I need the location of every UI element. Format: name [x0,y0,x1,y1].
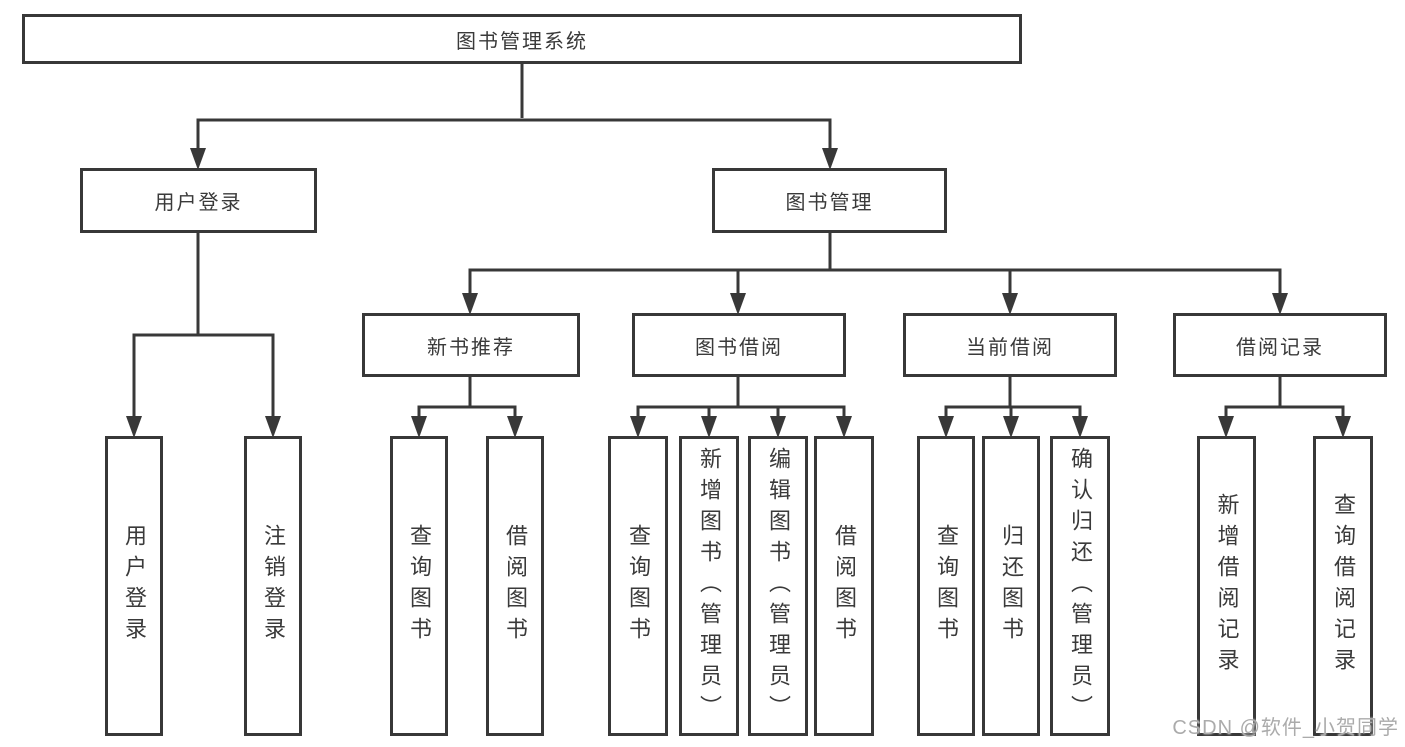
leaf-edit-books-admin: 编辑图书（管理员） [748,436,808,736]
leaf-query-books-borrowing: 查询图书 [608,436,668,736]
node-user-login: 用户登录 [80,168,317,233]
leaf-return-books: 归还图书 [982,436,1040,736]
leaf-add-books-admin: 新增图书（管理员） [679,436,739,736]
node-current-borrowing: 当前借阅 [903,313,1117,377]
leaf-query-borrow-record: 查询借阅记录 [1313,436,1373,736]
node-borrowing-records: 借阅记录 [1173,313,1387,377]
node-book-management: 图书管理 [712,168,947,233]
leaf-confirm-return-admin: 确认归还（管理员） [1050,436,1110,736]
csdn-watermark: CSDN @软件_小贺同学 [1172,717,1399,739]
node-library-management-system: 图书管理系统 [22,14,1022,64]
leaf-borrow-books-recommend: 借阅图书 [486,436,544,736]
node-new-book-recommendation: 新书推荐 [362,313,580,377]
leaf-add-borrow-record: 新增借阅记录 [1197,436,1256,736]
leaf-query-books-current: 查询图书 [917,436,975,736]
leaf-user-login: 用户登录 [105,436,163,736]
leaf-query-books-recommend: 查询图书 [390,436,448,736]
leaf-borrow-books-borrowing: 借阅图书 [814,436,874,736]
leaf-logout-login: 注销登录 [244,436,302,736]
node-book-borrowing: 图书借阅 [632,313,846,377]
